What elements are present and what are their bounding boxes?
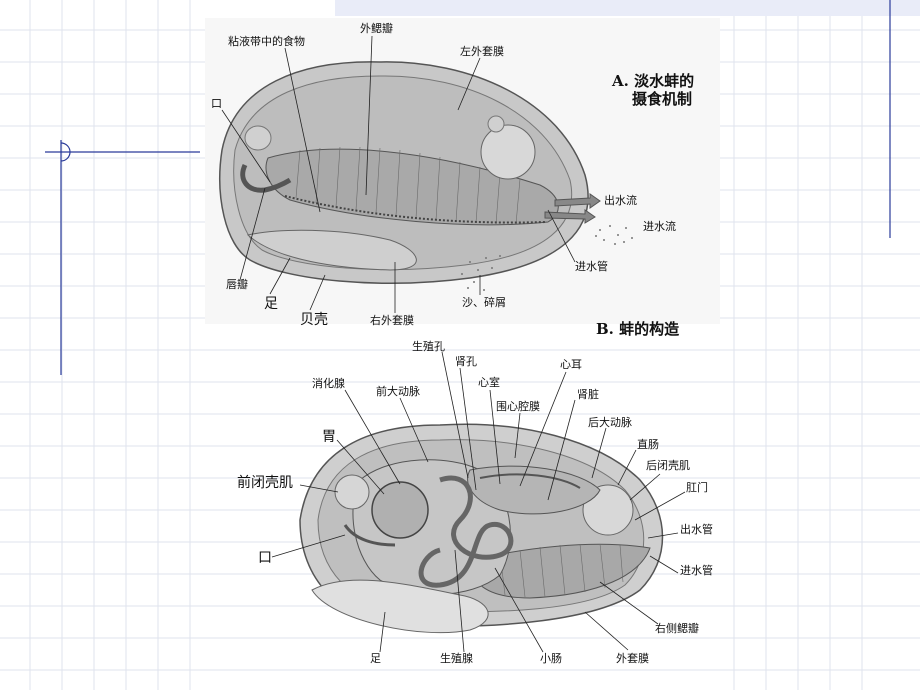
label-digestive-gland: 消化腺: [312, 376, 345, 390]
label-ventricle: 心室: [478, 375, 500, 389]
label-right-gill: 右侧鳃瓣: [655, 621, 699, 635]
label-outer-gill: 外鳃瓣: [360, 21, 393, 35]
label-anus: 肛门: [686, 480, 708, 494]
foot-a: [246, 229, 417, 271]
intestine-b: [418, 475, 514, 588]
label-gonopore: 生殖孔: [412, 339, 445, 353]
label-gonad: 生殖腺: [440, 651, 473, 665]
incurrent-arrow: [544, 209, 596, 224]
palp-a: [240, 163, 292, 193]
label-incurrent-siphon-b: 进水管: [680, 563, 713, 577]
label-foot-b: 足: [370, 652, 381, 665]
label-incurrent: 进水流: [643, 219, 676, 233]
label-posterior-adductor: 后闭壳肌: [646, 458, 690, 472]
label-nephridiopore: 肾孔: [455, 355, 477, 368]
label-foot-a: 足: [264, 296, 278, 312]
gill-a: [265, 148, 559, 226]
posterior-adductor-b: [582, 484, 634, 536]
foot-b: [311, 579, 489, 634]
label-shell: 贝壳: [300, 311, 328, 328]
label-rectum: 直肠: [637, 437, 659, 451]
label-mucus-food: 粘液带中的食物: [228, 34, 305, 48]
label-mouth-b: 口: [258, 550, 272, 566]
label-anterior-adductor: 前闭壳肌: [237, 474, 293, 491]
label-sand: 沙、碎屑: [462, 295, 506, 309]
label-right-mantle: 右外套膜: [370, 313, 414, 327]
figure-b-title: B. 蚌的构造: [596, 320, 679, 338]
label-left-mantle: 左外套膜: [460, 45, 504, 58]
posterior-adductor-a: [480, 124, 536, 180]
label-kidney: 肾脏: [577, 388, 599, 401]
accent-half-circle: [60, 142, 71, 162]
label-mantle: 外套膜: [616, 652, 649, 665]
label-excurrent: 出水流: [604, 193, 637, 207]
figure-a-title-line2: 摄食机制: [632, 90, 692, 108]
anterior-adductor-b: [334, 474, 370, 510]
label-incurrent-siphon-a: 进水管: [575, 259, 608, 273]
excurrent-arrow: [554, 193, 601, 209]
label-anterior-aorta: 前大动脉: [376, 384, 420, 398]
label-pericardium: 围心腔膜: [496, 399, 540, 413]
top-banner: [335, 0, 920, 16]
label-mouth-a: 口: [211, 97, 222, 110]
figure-a-title-line1: A. 淡水蚌的: [611, 72, 694, 90]
stomach-b: [371, 481, 429, 539]
label-excurrent-siphon-b: 出水管: [680, 522, 713, 536]
label-stomach: 胃: [322, 429, 336, 445]
gill-b: [469, 543, 651, 599]
label-posterior-aorta: 后大动脉: [588, 415, 632, 429]
label-intestine: 小肠: [540, 652, 562, 665]
label-auricle: 心耳: [560, 358, 582, 371]
kidney-b: [467, 465, 601, 515]
label-palp: 唇瓣: [226, 277, 248, 291]
